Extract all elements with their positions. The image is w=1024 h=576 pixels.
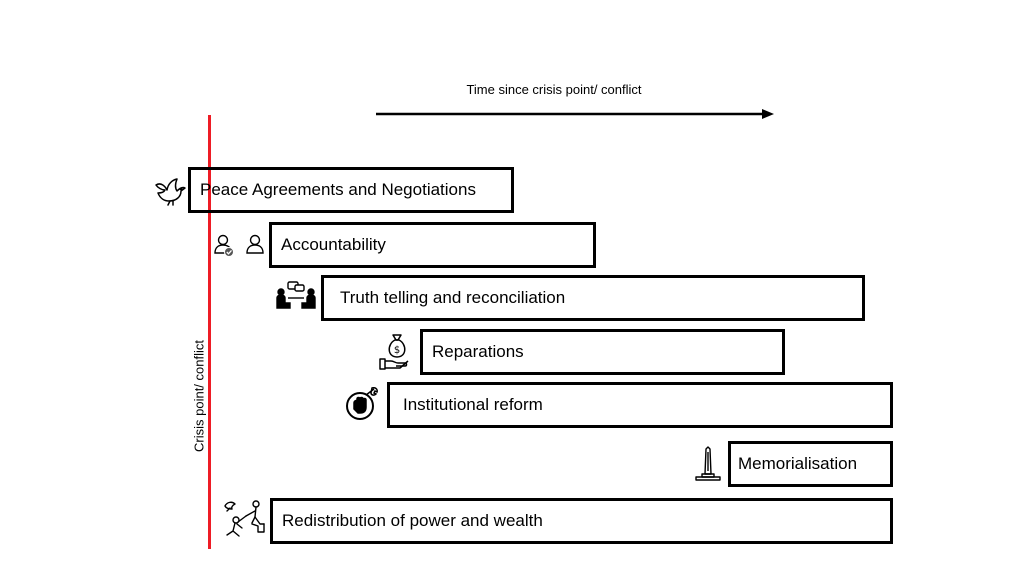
dove-icon xyxy=(155,178,186,206)
time-axis-label: Time since crisis point/ conflict xyxy=(466,82,642,97)
bar-redistribution: Redistribution of power and wealth xyxy=(270,498,893,544)
bar-label: Reparations xyxy=(432,342,524,361)
bar-label: Memorialisation xyxy=(738,454,858,473)
bar-memorialisation: Memorialisation xyxy=(728,441,893,487)
people-check-icon xyxy=(214,234,264,257)
bar-truth-telling: Truth telling and reconciliation xyxy=(321,275,865,321)
bar-label: Truth telling and reconciliation xyxy=(340,288,566,307)
time-arrow xyxy=(376,109,774,119)
bar-label: Redistribution of power and wealth xyxy=(282,511,543,530)
bar-label: Peace Agreements and Negotiations xyxy=(200,180,476,199)
fist-wrench-icon xyxy=(346,387,378,420)
helping-hand-icon xyxy=(224,500,265,537)
bar-peace-agreements: Peace Agreements and Negotiations xyxy=(188,167,514,213)
dialogue-icon xyxy=(276,281,316,309)
monument-icon xyxy=(695,446,721,481)
bar-label: Accountability xyxy=(281,235,386,254)
bar-label: Institutional reform xyxy=(403,395,543,414)
svg-text:$: $ xyxy=(394,345,400,356)
crisis-point-label: Crisis point/ conflict xyxy=(191,340,207,452)
bar-accountability: Accountability xyxy=(269,222,596,268)
money-bag-hand-icon: $ xyxy=(379,334,409,370)
crisis-point-line xyxy=(208,115,211,549)
bar-reparations: Reparations xyxy=(420,329,785,375)
bar-institutional-reform: Institutional reform xyxy=(387,382,893,428)
